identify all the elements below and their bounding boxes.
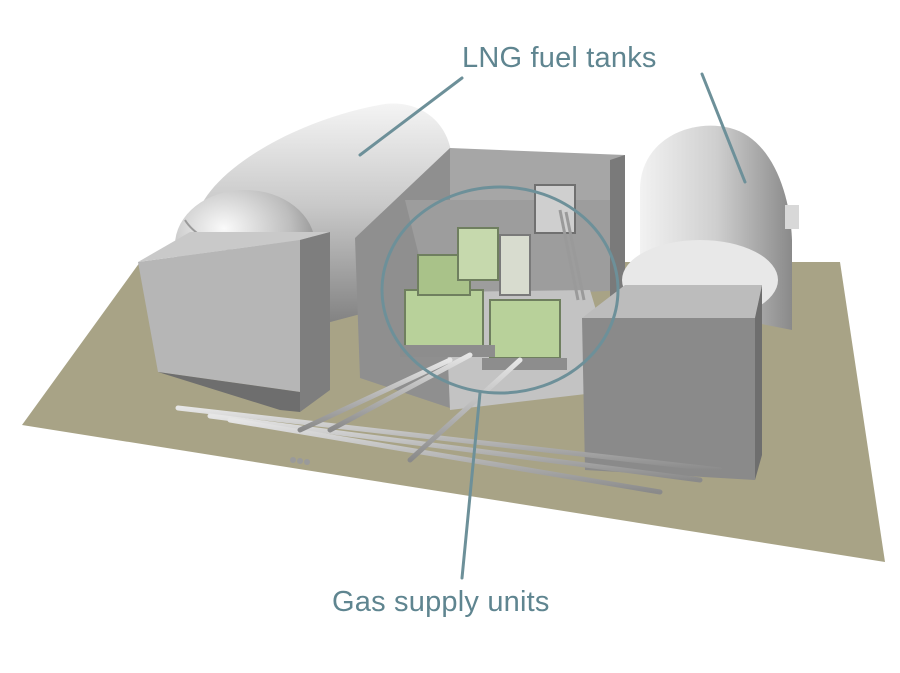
right-tank-enclosure (582, 285, 762, 480)
pipe-fittings (290, 457, 310, 465)
gas-supply-equipment (400, 184, 586, 370)
tanks-leader-left (358, 76, 464, 157)
pipe-network (175, 352, 723, 495)
left-tank-enclosure (138, 232, 330, 412)
gas-supply-highlight-circle (380, 185, 620, 395)
gas-supply-leader (460, 391, 482, 580)
right-lng-tank (622, 125, 799, 330)
tanks-leader-right (700, 72, 747, 184)
lng-fuel-tanks-label: LNG fuel tanks (462, 42, 657, 74)
gas-supply-units-label: Gas supply units (332, 586, 550, 618)
